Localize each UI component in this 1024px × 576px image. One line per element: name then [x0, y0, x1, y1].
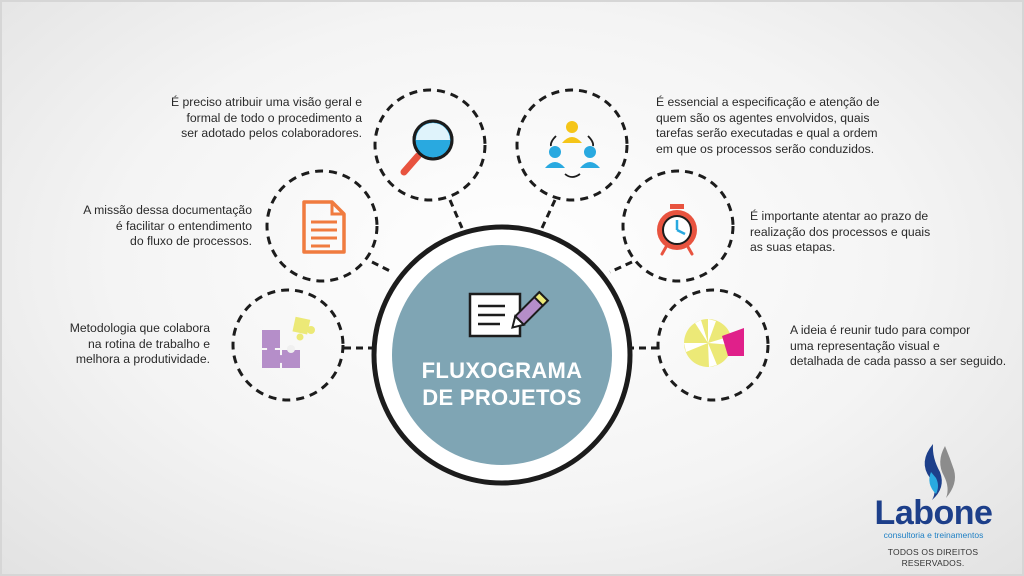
text-line: na rotina de trabalho e: [88, 336, 210, 351]
puzzle-icon: [262, 316, 315, 368]
node-puzzle-ring: [231, 288, 345, 402]
document-pen-icon: [468, 290, 550, 338]
labone-logo-icon: [924, 444, 955, 500]
text-line: realização dos processos e quais: [750, 224, 931, 239]
connector-clock: [609, 260, 633, 274]
node-people-ring: [515, 88, 629, 202]
node-search-ring: [373, 88, 487, 202]
text-line: em que os processos serão conduzidos.: [656, 141, 875, 156]
text-line: É importante atentar ao prazo de: [750, 209, 929, 223]
node-document-text: A missão dessa documentação é facilitar …: [60, 203, 252, 250]
text-line: detalhada de cada passo a ser seguido.: [790, 354, 1007, 369]
text-line: tarefas serão executadas e qual a ordem: [656, 126, 878, 141]
text-line: A ideia é reunir tudo para compor: [790, 323, 971, 337]
center-hub: [371, 224, 633, 486]
text-line: melhora a produtividade.: [75, 352, 210, 367]
text-line: as suas etapas.: [750, 240, 836, 255]
node-aperture-text: A ideia é reunir tudo para compor uma re…: [790, 323, 1015, 370]
rights-notice: TODOS OS DIREITOS RESERVADOS.: [887, 547, 979, 568]
center-title-line-2: DE PROJETOS: [422, 385, 582, 410]
aperture-icon: [684, 319, 744, 367]
node-clock-text: É importante atentar ao prazo de realiza…: [750, 209, 960, 256]
text-line: é facilitar o entendimento: [115, 218, 252, 233]
connectors: [344, 199, 658, 350]
center-fill: [392, 245, 612, 465]
node-people-text: É essencial a especificação e atenção de…: [656, 95, 896, 157]
brand-name: Labone: [874, 494, 993, 532]
text-line: quem são os agentes envolvidos, quais: [656, 110, 870, 125]
node-aperture-ring: [656, 288, 770, 402]
center-title-line-1: FLUXOGRAMA: [421, 358, 583, 383]
document-icon: [302, 200, 346, 254]
node-clock-ring: [621, 169, 735, 283]
connector-search: [448, 199, 464, 229]
node-document-ring: [265, 169, 379, 283]
text-line: É preciso atribuir uma visão geral e: [170, 95, 362, 109]
text-line: ser adotado pelos colaboradores.: [181, 126, 362, 141]
team-cycle-icon: [545, 121, 600, 178]
node-search-text: É preciso atribuir uma visão geral e for…: [150, 95, 362, 142]
text-line: A missão dessa documentação: [83, 203, 252, 217]
magnifier-icon: [400, 119, 454, 176]
text-line: Metodologia que colabora: [69, 321, 210, 335]
text-line: É essencial a especificação e atenção de: [656, 95, 880, 109]
brand-tagline: consultoria e treinamentos: [883, 530, 984, 540]
connector-document: [371, 260, 393, 274]
connector-people: [540, 199, 557, 229]
text-line: uma representação visual e: [790, 338, 940, 353]
text-line: formal de todo o procedimento a: [186, 110, 362, 125]
node-puzzle-text: Metodologia que colabora na rotina de tr…: [40, 321, 210, 368]
alarm-clock-icon: [657, 204, 697, 256]
text-line: do fluxo de processos.: [130, 234, 252, 249]
center-title: FLUXOGRAMA DE PROJETOS: [392, 357, 612, 411]
